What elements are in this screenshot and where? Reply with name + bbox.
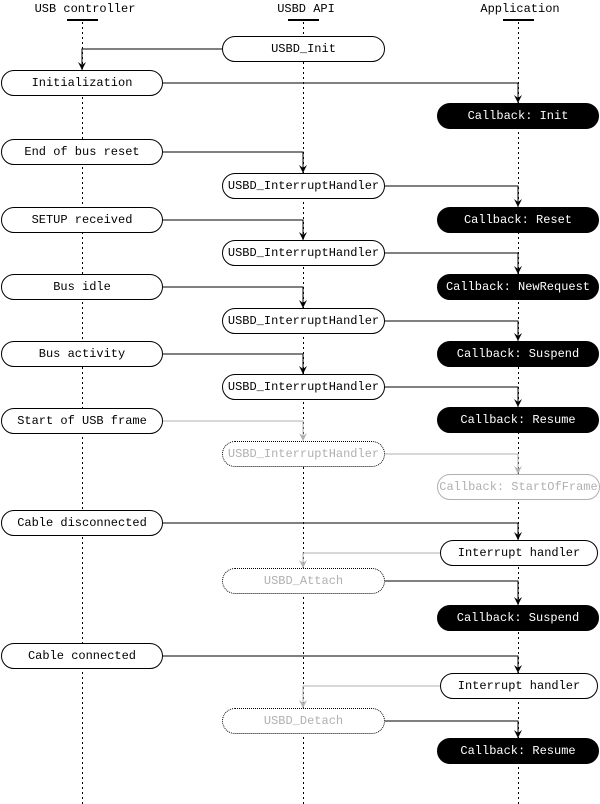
connector-interrupt-handler-to-callback-reset [385, 185, 519, 207]
arrowhead [514, 333, 522, 341]
header-underline-usb-controller [67, 19, 98, 21]
arrowhead [78, 62, 86, 70]
api-call-usbd-attach: USBD_Attach [222, 568, 385, 594]
event-bus-activity: Bus activity [1, 341, 163, 367]
callback-init: Callback: Init [437, 103, 599, 129]
connector-initialization-to-callback-init [163, 82, 519, 103]
callback-suspend-2: Callback: Suspend [437, 605, 599, 631]
connector-interrupt-handler-to-callback-resume [385, 386, 519, 407]
connector-interrupt-handler-to-usbd-detach [302, 685, 440, 708]
connector-cable-connected-to-interrupt-handler [163, 655, 519, 673]
event-end-of-bus-reset: End of bus reset [1, 139, 163, 165]
event-setup-received: SETUP received [1, 207, 163, 233]
arrowhead [514, 532, 522, 540]
connector-cable-disconnected-to-interrupt-handler [163, 522, 519, 540]
arrowhead [514, 95, 522, 103]
column-header-usb-controller: USB controller [34, 2, 136, 16]
callback-newrequest: Callback: NewRequest [437, 274, 599, 300]
arrowhead [299, 165, 307, 173]
callback-reset: Callback: Reset [437, 207, 599, 233]
arrowhead [299, 700, 307, 708]
lifeline-usbd-api [303, 22, 304, 804]
event-initialization: Initialization [1, 70, 163, 96]
app-interrupt-handler-2: Interrupt handler [440, 673, 598, 699]
arrowhead [299, 366, 307, 374]
callback-startofframe: Callback: StartOfFrame [437, 474, 600, 500]
arrowhead [514, 730, 522, 738]
column-header-usbd-api: USBD API [277, 2, 335, 16]
arrowhead [514, 399, 522, 407]
arrowhead [514, 665, 522, 673]
api-call-usbd-interrupthandler-1: USBD_InterruptHandler [222, 173, 385, 199]
arrowhead [514, 466, 522, 474]
app-interrupt-handler-1: Interrupt handler [440, 540, 598, 566]
arrowhead [299, 300, 307, 308]
api-call-usbd-interrupthandler-2: USBD_InterruptHandler [222, 240, 385, 266]
arrowhead [299, 232, 307, 240]
connector-interrupt-handler-to-callback-startofframe [385, 453, 519, 474]
connector-setup-received-to-interrupt-handler [163, 219, 304, 240]
connector-interrupt-handler-to-callback-newrequest [385, 252, 519, 274]
connector-bus-activity-to-interrupt-handler [163, 353, 304, 374]
arrowhead [514, 266, 522, 274]
arrowhead [514, 597, 522, 605]
connector-bus-idle-to-interrupt-handler [163, 286, 304, 308]
api-call-usbd-init: USBD_Init [222, 36, 385, 62]
api-call-usbd-detach: USBD_Detach [222, 708, 385, 734]
event-bus-idle: Bus idle [1, 274, 163, 300]
event-cable-disconnected: Cable disconnected [1, 510, 163, 536]
callback-resume-2: Callback: Resume [437, 738, 599, 764]
callback-suspend-1: Callback: Suspend [437, 341, 599, 367]
column-header-application: Application [480, 2, 560, 16]
event-cable-connected: Cable connected [1, 643, 163, 669]
header-underline-application [503, 19, 534, 21]
connector-usbd-init-to-initialization [81, 48, 222, 70]
connector-end-of-bus-reset-to-interrupt-handler [163, 151, 304, 173]
header-underline-usbd-api [288, 19, 319, 21]
event-start-of-usb-frame: Start of USB frame [1, 408, 163, 434]
connector-interrupt-handler-to-usbd-attach [302, 552, 440, 568]
arrowhead [514, 199, 522, 207]
api-call-usbd-interrupthandler-4: USBD_InterruptHandler [222, 374, 385, 400]
connector-interrupt-handler-to-callback-suspend [385, 320, 519, 341]
connector-usbd-detach-to-callback-resume [385, 720, 519, 738]
arrowhead [299, 433, 307, 441]
callback-resume-1: Callback: Resume [437, 407, 599, 433]
api-call-usbd-interrupthandler-3: USBD_InterruptHandler [222, 308, 385, 334]
arrowhead [299, 560, 307, 568]
api-call-usbd-interrupthandler-inactive: USBD_InterruptHandler [222, 441, 385, 467]
connector-start-of-usb-frame-to-interrupt-handler [163, 420, 304, 441]
connector-usbd-attach-to-callback-suspend [385, 580, 519, 605]
